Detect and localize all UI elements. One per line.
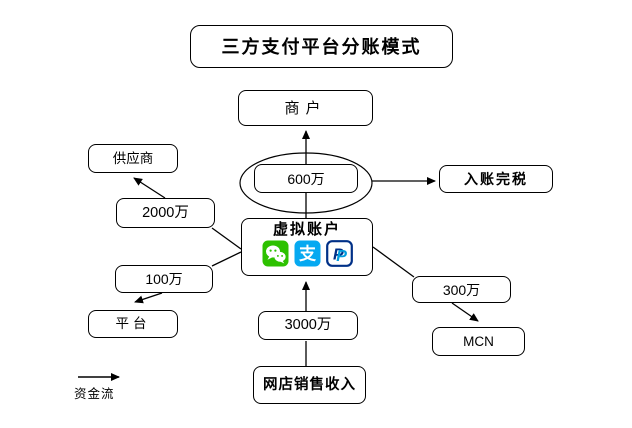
node-virtual-account: 虚拟账户 支 P P xyxy=(241,218,373,276)
node-shop-income: 网店销售收入 xyxy=(253,366,366,404)
node-label: 商户 xyxy=(284,99,327,117)
node-amount-300: 300万 xyxy=(412,276,511,303)
edge-2000-to-supplier xyxy=(133,177,166,199)
svg-text:P: P xyxy=(336,248,347,265)
diagram-title-text: 三方支付平台分账模式 xyxy=(221,36,422,57)
node-amount-2000: 2000万 xyxy=(116,198,215,228)
edge-300-to-mcn xyxy=(451,302,479,322)
node-label: 100万 xyxy=(145,271,183,287)
wechat-pay-icon xyxy=(262,240,288,267)
node-label: MCN xyxy=(463,333,494,349)
node-label: 300万 xyxy=(442,281,481,298)
edge-100-to-platform xyxy=(134,292,163,304)
payment-icon-row: 支 P P xyxy=(262,240,353,267)
node-label: 600万 xyxy=(287,170,325,187)
node-label: 3000万 xyxy=(284,317,332,334)
paypal-icon: P P xyxy=(325,240,353,267)
edge-virtual-to-100 xyxy=(211,251,242,267)
node-platform: 平台 xyxy=(88,310,178,338)
legend-label: 资金流 xyxy=(74,387,115,401)
node-amount-3000: 3000万 xyxy=(258,311,358,340)
node-label: 供应商 xyxy=(112,150,154,166)
node-mcn: MCN xyxy=(432,327,525,356)
node-merchant: 商户 xyxy=(238,90,373,126)
svg-text:支: 支 xyxy=(299,244,317,264)
node-supplier: 供应商 xyxy=(88,144,178,173)
node-amount-600: 600万 xyxy=(254,164,358,193)
svg-text:P: P xyxy=(333,247,344,264)
edge-virtual-to-300 xyxy=(372,246,415,278)
node-label: 入账完税 xyxy=(464,171,528,187)
alipay-icon: 支 xyxy=(294,240,320,267)
node-label: 2000万 xyxy=(142,204,189,221)
node-amount-100: 100万 xyxy=(115,265,213,293)
node-label: 虚拟账户 xyxy=(272,221,341,238)
node-tax-settled: 入账完税 xyxy=(439,165,553,193)
node-label: 平台 xyxy=(115,316,151,332)
diagram-title: 三方支付平台分账模式 xyxy=(190,25,453,68)
node-label: 网店销售收入 xyxy=(263,376,356,393)
edge-virtual-to-2000 xyxy=(211,227,242,250)
